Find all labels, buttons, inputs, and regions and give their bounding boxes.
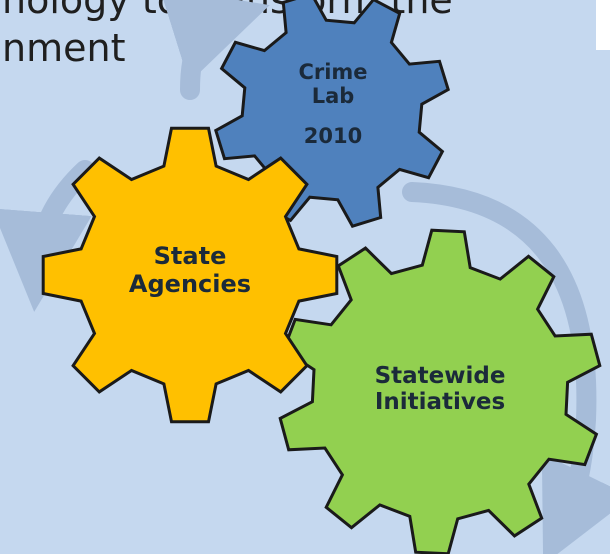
state-agencies-label-line2: Agencies	[128, 269, 252, 298]
cycle-arrow-left	[0, 160, 95, 312]
state-agencies-gear	[41, 126, 339, 424]
state-agencies-label-line1: State	[153, 242, 227, 270]
statewide-label-line1: Statewide	[374, 363, 506, 389]
statewide-label-line2: Initiatives	[374, 389, 506, 416]
cycle-arrow-top	[159, 0, 270, 100]
crime-lab-label-year: 2010	[303, 124, 363, 149]
crime-lab-label: Crime Lab 2010	[278, 60, 388, 148]
crime-lab-label-line2: Lab	[311, 84, 355, 109]
placeholder-corner	[596, 0, 610, 50]
heading-line-2: nment	[2, 26, 126, 70]
state-agencies-label: State Agencies	[120, 242, 260, 298]
crime-lab-label-line1: Crime	[298, 60, 368, 84]
statewide-initiatives-label: Statewide Initiatives	[365, 363, 515, 416]
